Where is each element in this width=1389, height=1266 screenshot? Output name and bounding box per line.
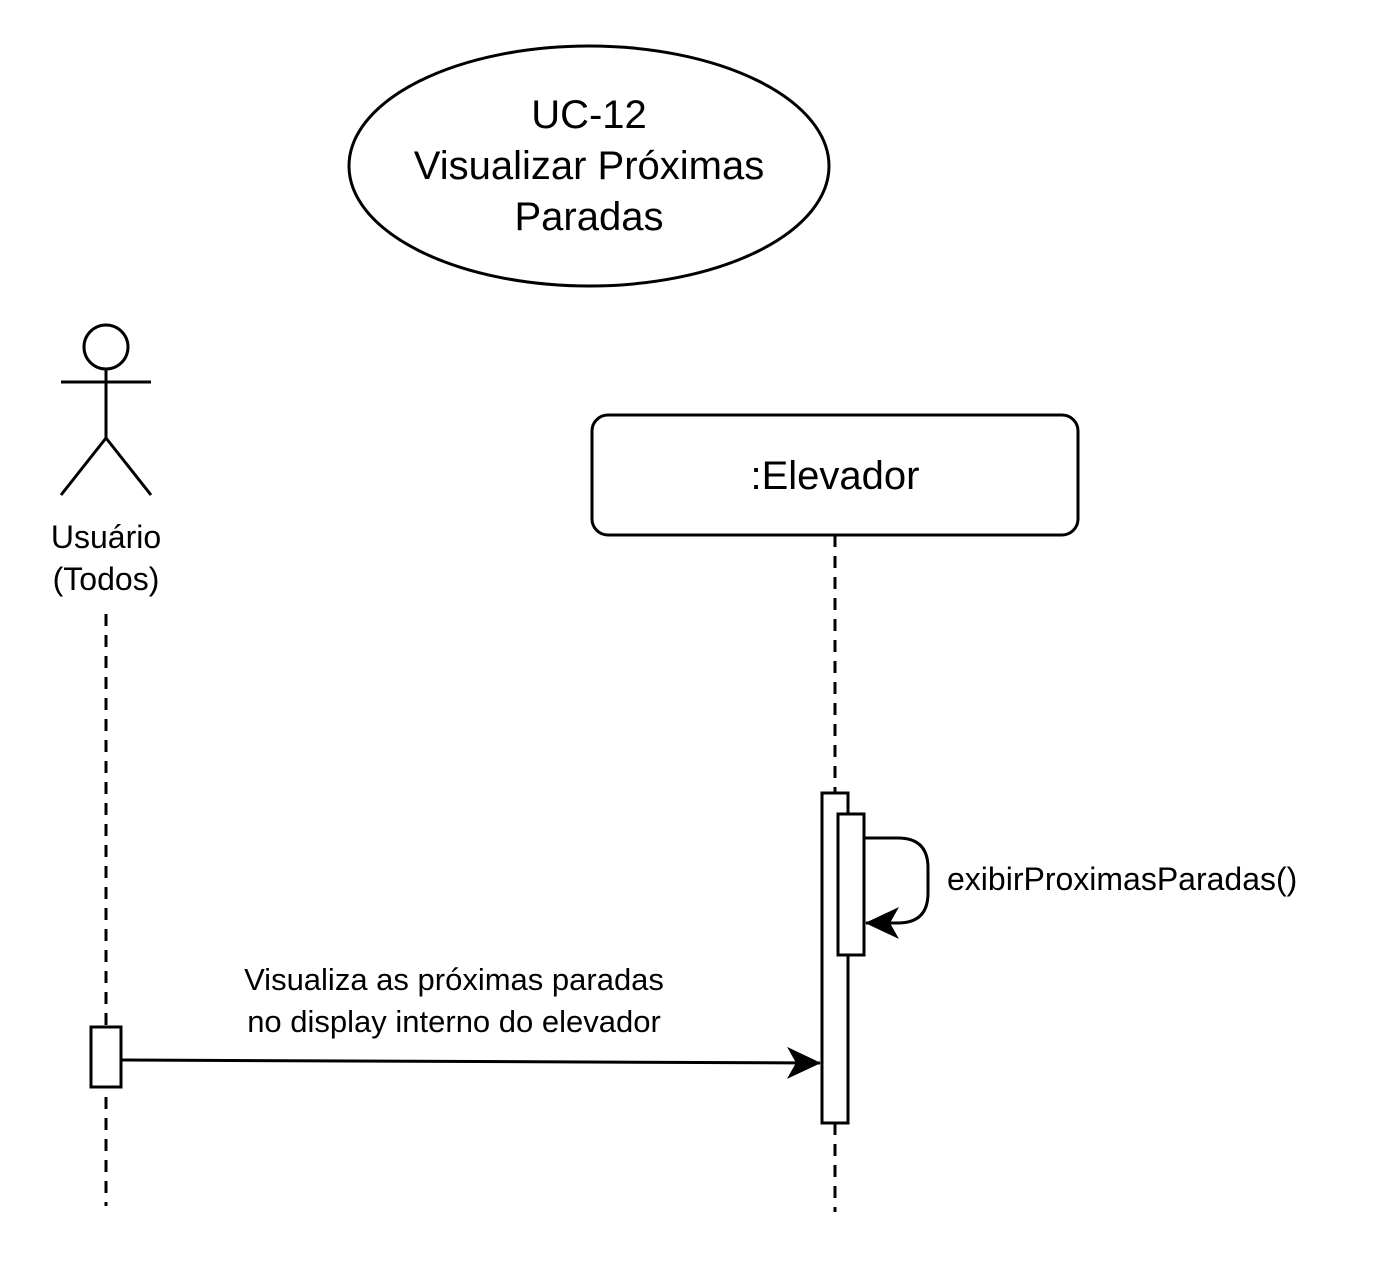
self-call-arrow <box>864 836 930 939</box>
self-call-label: exibirProximasParadas() <box>947 861 1297 897</box>
actor-label-line-1: Usuário <box>51 519 161 555</box>
elevador-lifeline-label: :Elevador <box>751 454 920 498</box>
use-case-title-line-1: UC-12 <box>531 93 647 137</box>
actor-right-leg <box>104 437 153 496</box>
user-message-label-line-2: no display interno do elevador <box>247 1004 661 1039</box>
user-message-label-line-1: Visualiza as próximas paradas <box>244 962 664 997</box>
user-message-arrow <box>120 1046 821 1079</box>
elevador-nested-activation-bar <box>836 812 866 957</box>
use-case-title-line-2: Visualizar Próximas <box>414 144 765 188</box>
actor-figure <box>59 323 153 496</box>
actor-left-leg <box>59 437 108 496</box>
elevador-lifeline-head: :Elevador <box>590 413 1080 537</box>
actor-activation-bar <box>89 1025 123 1089</box>
actor-head <box>82 323 130 371</box>
use-case-title-line-3: Paradas <box>515 195 664 239</box>
actor-label-line-2: (Todos) <box>53 561 160 597</box>
use-case-node: UC-12 Visualizar Próximas Paradas <box>347 44 831 288</box>
